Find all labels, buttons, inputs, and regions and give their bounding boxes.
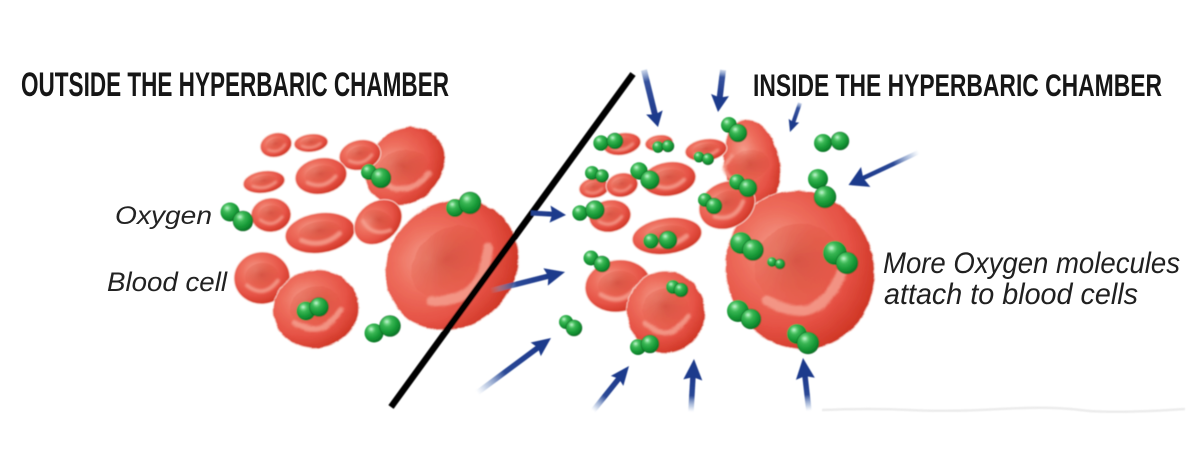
svg-text:Oxygen: Oxygen: [115, 202, 212, 230]
svg-text:INSIDE THE HYPERBARIC CHAMBER: INSIDE THE HYPERBARIC CHAMBER: [753, 67, 1162, 103]
svg-text:Blood cell: Blood cell: [107, 267, 228, 297]
svg-text:More Oxygen molecules: More Oxygen molecules: [883, 247, 1180, 280]
svg-text:attach to blood cells: attach to blood cells: [884, 278, 1138, 311]
svg-text:OUTSIDE THE HYPERBARIC CHAMBER: OUTSIDE THE HYPERBARIC CHAMBER: [21, 66, 449, 104]
